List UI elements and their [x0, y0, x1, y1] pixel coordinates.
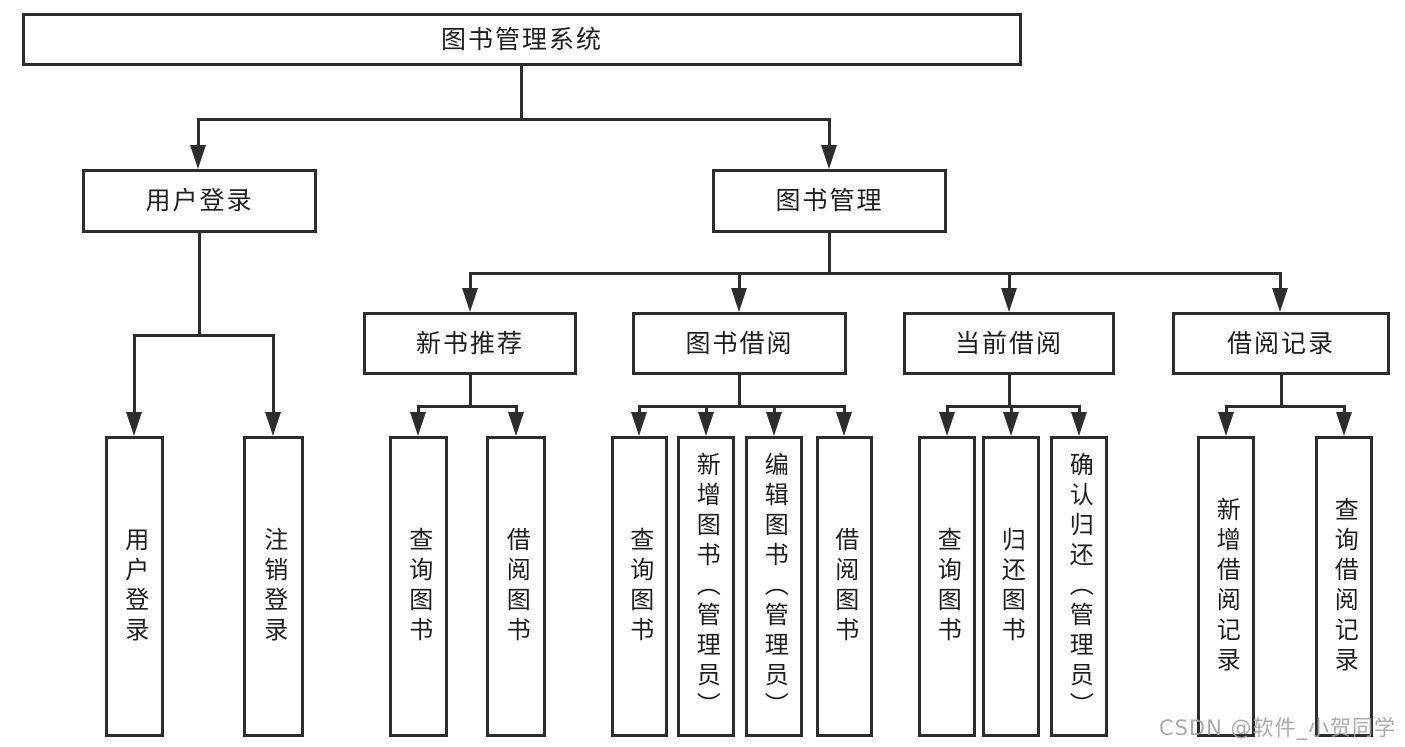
connector-line [945, 404, 1081, 408]
connector-line [827, 119, 831, 153]
node-leaf-user-login: 用户登录 [105, 436, 164, 737]
node-user-login: 用户登录 [82, 169, 317, 233]
node-leaf-cur-return-books: 归还图书 [982, 436, 1040, 737]
node-leaf-bor-borrow-books: 借阅图书 [816, 436, 873, 737]
connector-line [271, 335, 275, 420]
node-borrowing-records: 借阅记录 [1172, 312, 1390, 375]
node-root: 图书管理系统 [22, 13, 1022, 66]
node-book-management: 图书管理 [712, 169, 947, 233]
node-leaf-logout: 注销登录 [243, 436, 304, 737]
connector-line [737, 375, 741, 408]
connector-line [519, 66, 523, 121]
arrow-down-icon [265, 412, 281, 436]
node-leaf-query-borrow-record: 查询借阅记录 [1315, 436, 1373, 737]
connector-line [196, 117, 831, 121]
arrow-down-icon [1218, 412, 1234, 436]
node-new-book-recommend: 新书推荐 [363, 312, 577, 375]
arrow-down-icon [1003, 412, 1019, 436]
arrow-down-icon [126, 412, 142, 436]
node-leaf-bor-query-books: 查询图书 [611, 436, 668, 737]
node-leaf-rec-borrow-books: 借阅图书 [486, 436, 546, 737]
node-leaf-add-borrow-record: 新增借阅记录 [1197, 436, 1255, 737]
connector-line [468, 273, 472, 296]
connector-line [1007, 375, 1011, 408]
arrow-down-icon [631, 412, 647, 436]
arrow-down-icon [462, 288, 478, 312]
connector-line [132, 335, 136, 420]
connector-line [637, 404, 846, 408]
arrow-down-icon [1071, 412, 1087, 436]
arrow-down-icon [1336, 412, 1352, 436]
connector-line [468, 271, 1282, 275]
connector-line [468, 375, 472, 408]
connector-line [1007, 273, 1011, 296]
node-leaf-rec-query-books: 查询图书 [389, 436, 448, 737]
node-leaf-bor-add-books: 新增图书（管理员） [677, 436, 735, 737]
arrow-down-icon [1001, 288, 1017, 312]
arrow-down-icon [508, 412, 524, 436]
connector-line [1279, 375, 1283, 408]
csdn-watermark: CSDN @软件_小贺同学 [1158, 716, 1396, 740]
connector-line [197, 233, 201, 337]
arrow-down-icon [939, 412, 955, 436]
connector-line [737, 273, 741, 296]
node-leaf-cur-confirm-return: 确认归还（管理员） [1050, 436, 1108, 737]
arrow-down-icon [1272, 288, 1288, 312]
arrow-down-icon [731, 288, 747, 312]
arrow-down-icon [410, 412, 426, 436]
connector-line [1278, 273, 1282, 296]
connector-line [132, 333, 275, 337]
node-leaf-bor-edit-books: 编辑图书（管理员） [745, 436, 803, 737]
arrow-down-icon [821, 145, 837, 169]
node-current-borrowing: 当前借阅 [903, 312, 1115, 375]
connector-line [196, 119, 200, 153]
node-leaf-cur-query-books: 查询图书 [918, 436, 976, 737]
arrow-down-icon [698, 412, 714, 436]
connector-line [1224, 404, 1346, 408]
node-book-borrowing: 图书借阅 [632, 312, 847, 375]
arrow-down-icon [190, 145, 206, 169]
arrow-down-icon [836, 412, 852, 436]
connector-line [827, 233, 831, 275]
connector-line [416, 404, 518, 408]
arrow-down-icon [766, 412, 782, 436]
